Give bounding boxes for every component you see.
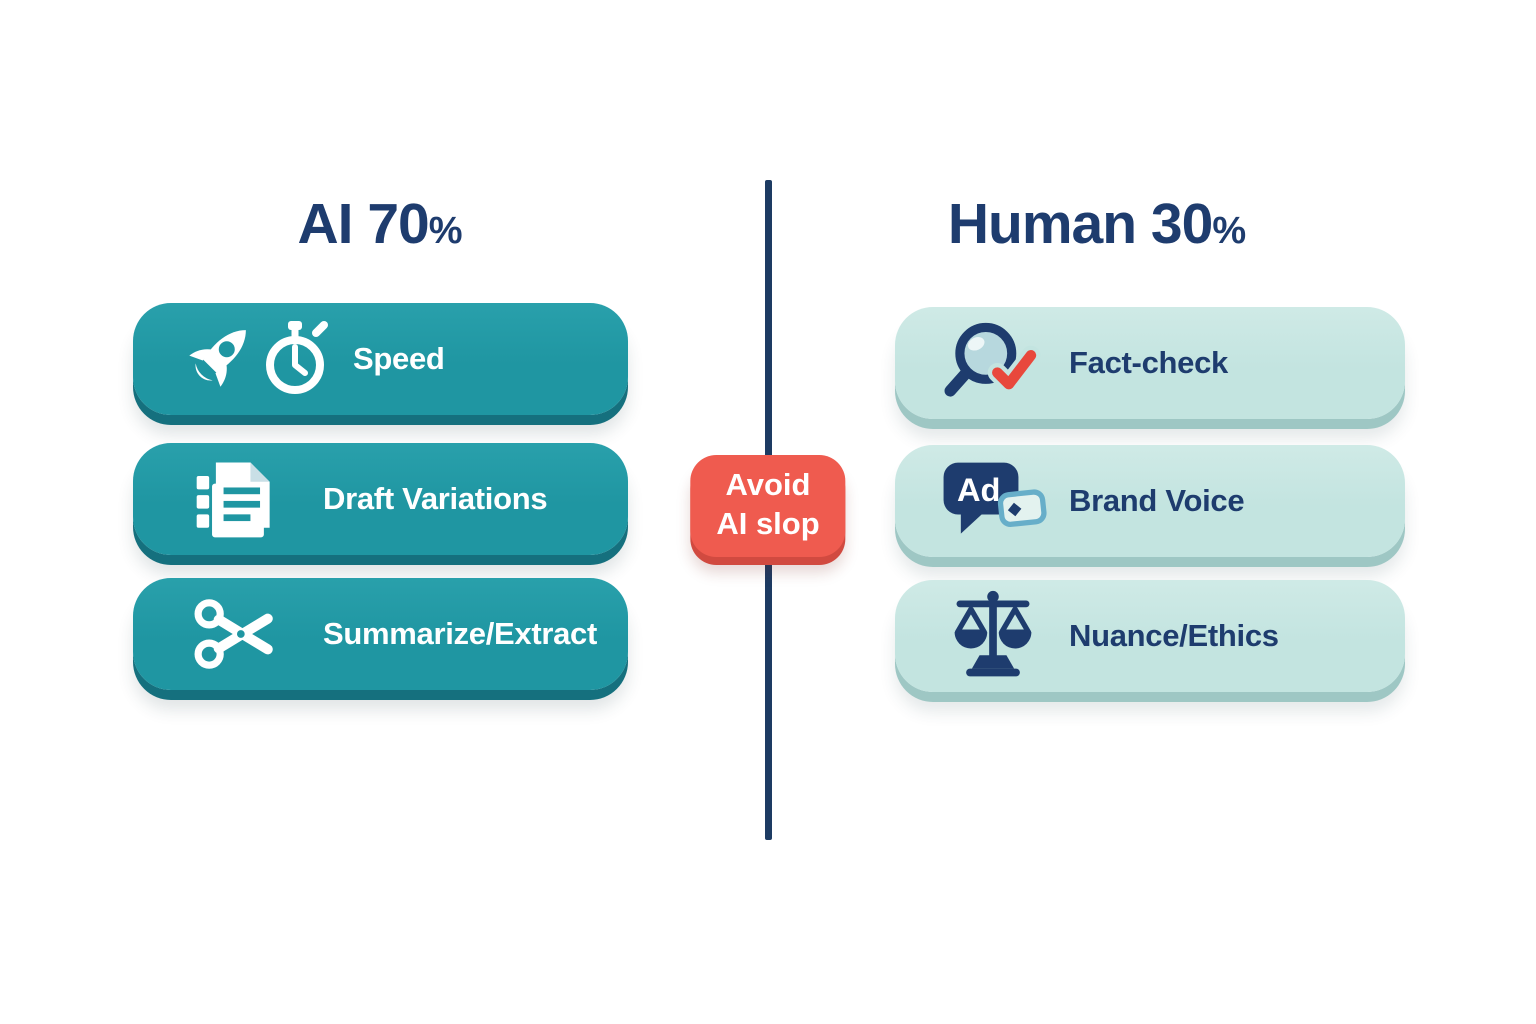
ad-speech-bubble-icon: Ad	[935, 453, 1050, 549]
right-title-percent: %	[1212, 210, 1247, 252]
badge-line-1: Avoid	[725, 467, 811, 502]
right-title-text: Human 30	[947, 192, 1213, 256]
pill-label: Nuance/Ethics	[1069, 618, 1279, 653]
scales-icon	[935, 588, 1050, 684]
stopwatch-icon	[266, 321, 328, 394]
pill-label: Draft Variations	[323, 481, 548, 516]
pill-label: Brand Voice	[1069, 483, 1245, 518]
right-column-title: Human 30%	[948, 196, 1246, 253]
avoid-ai-slop-badge: Avoid AI slop	[690, 455, 846, 557]
tag-icon	[997, 489, 1047, 527]
speed-icon-group	[167, 311, 343, 407]
left-title-percent: %	[428, 210, 463, 252]
ai-pill-draft-variations: Draft Variations	[133, 443, 628, 555]
ai-pill-summarize-extract: Summarize/Extract	[133, 578, 628, 690]
left-column-title: AI 70%	[297, 196, 462, 253]
left-title-text: AI 70	[297, 192, 429, 256]
rocket-icon	[189, 330, 246, 387]
documents-icon	[167, 451, 307, 547]
pill-label: Speed	[353, 341, 445, 376]
rocket-stopwatch-graphic	[189, 321, 328, 394]
human-pill-brand-voice: Ad Brand Voice	[895, 445, 1405, 557]
documents-graphic	[196, 462, 270, 538]
scissors-graphic	[194, 599, 273, 669]
magnifier-check-graphic	[944, 322, 1041, 397]
scales-graphic	[954, 590, 1031, 677]
human-pill-fact-check: Fact-check	[895, 307, 1405, 419]
human-pill-nuance-ethics: Nuance/Ethics	[895, 580, 1405, 692]
ad-bubble-text: Ad	[957, 471, 1001, 508]
pill-label: Summarize/Extract	[323, 616, 598, 651]
ai-pill-speed: Speed	[133, 303, 628, 415]
magnifier-check-icon	[935, 315, 1050, 411]
ad-speech-bubble-graphic: Ad	[943, 462, 1047, 534]
badge-line-2: AI slop	[716, 505, 820, 541]
pill-label: Fact-check	[1069, 345, 1228, 380]
scissors-icon	[167, 586, 307, 682]
